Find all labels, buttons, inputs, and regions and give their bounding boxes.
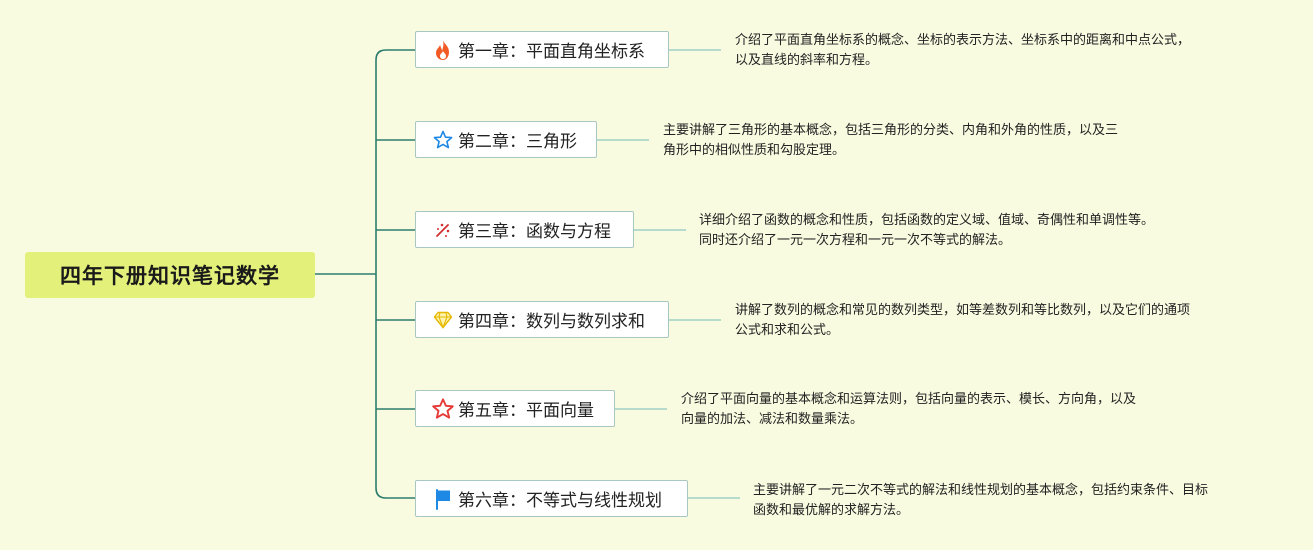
root-title: 四年下册知识笔记数学	[60, 264, 280, 288]
chapter-desc-1: 介绍了平面直角坐标系的概念、坐标的表示方法、坐标系中的距离和中点公式， 以及直线…	[735, 31, 1190, 71]
star-outline-red-icon	[432, 397, 454, 420]
chapter-desc-3-line-1: 详细介绍了函数的概念和性质，包括函数的定义域、值域、奇偶性和单调性等。	[699, 213, 1155, 228]
star-outline-blue-icon	[432, 129, 454, 151]
chapter-desc-5-line-1: 介绍了平面向量的基本概念和运算法则，包括向量的表示、模长、方向角，以及	[681, 392, 1137, 407]
chapter-label-6: 第六章：不等式与线性规划	[458, 491, 662, 511]
chapter-node-2[interactable]: 第二章：三角形	[415, 121, 597, 158]
chapter-label-1: 第一章：平面直角坐标系	[458, 42, 645, 62]
chapter-node-4[interactable]: 第四章：数列与数列求和	[415, 301, 669, 338]
chapter-desc-5: 介绍了平面向量的基本概念和运算法则，包括向量的表示、模长、方向角，以及 向量的加…	[681, 390, 1136, 430]
chapter-desc-6-line-2: 函数和最优解的求解方法。	[753, 503, 910, 518]
chapter-desc-1-line-2: 以及直线的斜率和方程。	[735, 53, 879, 68]
chapter-label-5: 第五章：平面向量	[458, 401, 594, 421]
chapter-label-2: 第二章：三角形	[458, 132, 577, 152]
chapter-desc-4: 讲解了数列的概念和常见的数列类型，如等差数列和等比数列，以及它们的通项 公式和求…	[735, 301, 1190, 341]
chapter-desc-4-line-1: 讲解了数列的概念和常见的数列类型，如等差数列和等比数列，以及它们的通项	[735, 303, 1191, 318]
chapter-desc-5-line-2: 向量的加法、减法和数量乘法。	[681, 412, 864, 427]
chapter-node-5[interactable]: 第五章：平面向量	[415, 390, 615, 427]
fire-icon	[432, 39, 454, 61]
branch-trunk	[375, 49, 415, 499]
diamond-icon	[432, 309, 454, 331]
chapter-desc-2-line-1: 主要讲解了三角形的基本概念，包括三角形的分类、内角和外角的性质，以及三	[663, 123, 1119, 138]
chapter-desc-4-line-2: 公式和求和公式。	[735, 323, 840, 338]
root-node[interactable]: 四年下册知识笔记数学	[25, 252, 315, 298]
chapter-label-3: 第三章：函数与方程	[458, 222, 611, 242]
chapter-desc-6-line-1: 主要讲解了一元二次不等式的解法和线性规划的基本概念，包括约束条件、目标	[753, 483, 1209, 498]
chapter-desc-6: 主要讲解了一元二次不等式的解法和线性规划的基本概念，包括约束条件、目标 函数和最…	[753, 481, 1208, 521]
chapter-desc-2: 主要讲解了三角形的基本概念，包括三角形的分类、内角和外角的性质，以及三 角形中的…	[663, 121, 1118, 161]
chapter-node-3[interactable]: 第三章：函数与方程	[415, 211, 634, 248]
chapter-node-1[interactable]: 第一章：平面直角坐标系	[415, 31, 669, 68]
flag-icon	[432, 488, 454, 510]
sparkle-icon	[432, 219, 454, 241]
chapter-label-4: 第四章：数列与数列求和	[458, 312, 645, 332]
chapter-node-6[interactable]: 第六章：不等式与线性规划	[415, 480, 688, 517]
chapter-desc-3-line-2: 同时还介绍了一元一次方程和一元一次不等式的解法。	[699, 233, 1012, 248]
chapter-desc-1-line-1: 介绍了平面直角坐标系的概念、坐标的表示方法、坐标系中的距离和中点公式，	[735, 33, 1191, 48]
chapter-desc-3: 详细介绍了函数的概念和性质，包括函数的定义域、值域、奇偶性和单调性等。 同时还介…	[699, 211, 1154, 251]
chapter-desc-2-line-2: 角形中的相似性质和勾股定理。	[663, 143, 846, 158]
